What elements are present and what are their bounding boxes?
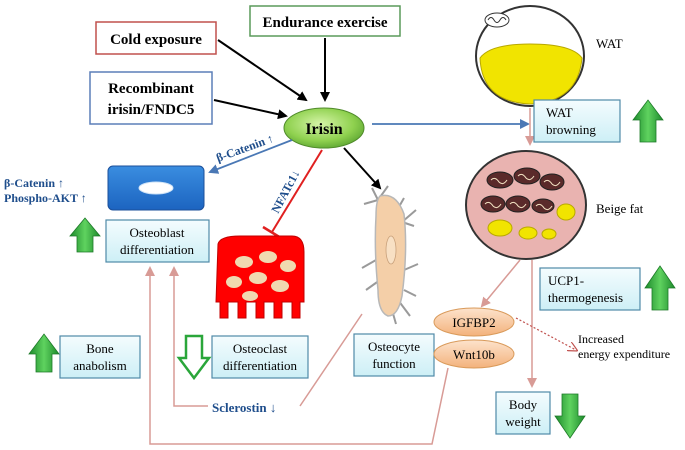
body-weight-down-arrow-icon — [554, 393, 586, 439]
osteoblast-up-arrow-icon — [69, 217, 101, 253]
osteoblast-cell-image — [107, 165, 205, 211]
ucp1-label-1: UCP1- — [548, 273, 584, 288]
osteoblast-differentiation-box: Osteoblast differentiation — [105, 219, 210, 263]
wnt10b-to-osteoblast-arrow — [145, 266, 449, 445]
phospho-akt-label: Phospho-AKT ↑ — [4, 191, 87, 205]
ucp1-thermogenesis-box: UCP1- thermogenesis — [539, 267, 641, 311]
body-weight-box: Body weight — [495, 391, 551, 435]
beta-catenin-side-label: β-Catenin ↑ — [4, 176, 64, 190]
osteoclast-label-1: Osteoclast — [233, 341, 288, 356]
to-energy-expenditure-arrow — [515, 317, 576, 350]
irisin-node: Irisin — [283, 107, 365, 149]
bone-anabolism-box: Bone anabolism — [59, 335, 141, 379]
bone-label-2: anabolism — [73, 358, 126, 373]
recombinant-to-irisin-arrow — [213, 99, 288, 120]
wat-browning-label-1: WAT — [546, 105, 573, 120]
body-weight-label-2: weight — [505, 414, 541, 429]
ucp1-up-arrow-icon — [644, 265, 676, 311]
wnt10b-label: Wnt10b — [453, 347, 495, 362]
wat-browning-box: WAT browning — [533, 99, 621, 143]
ucp1-label-2: thermogenesis — [548, 290, 623, 305]
recombinant-label-2: irisin/FNDC5 — [108, 102, 195, 118]
osteocyte-cell-image — [361, 185, 419, 325]
beta-catenin-arrow-label: β-Catenin ↑ — [214, 131, 275, 165]
osteoclast-cell-image — [215, 235, 305, 319]
osteocyte-label-2: function — [372, 356, 416, 371]
cold-exposure-box: Cold exposure — [95, 21, 217, 55]
osteoblast-label-1: Osteoblast — [130, 225, 185, 240]
beige-fat-cell-image — [465, 150, 587, 260]
bone-anabolism-up-arrow-icon — [28, 333, 60, 373]
osteocyte-label-1: Osteocyte — [368, 339, 420, 354]
irisin-to-osteocyte-arrow — [343, 147, 382, 190]
cold-to-irisin-arrow — [217, 39, 308, 102]
osteoclast-differentiation-box: Osteoclast differentiation — [211, 335, 309, 379]
irisin-label: Irisin — [305, 121, 342, 138]
energy-expenditure-label-1: Increased — [578, 332, 624, 346]
bone-label-1: Bone — [86, 341, 114, 356]
irisin-to-osteoblast-arrow — [208, 139, 293, 174]
energy-expenditure-label-2: energy expenditure — [578, 347, 670, 361]
igfbp2-pill: IGFBP2 — [433, 307, 515, 337]
body-weight-label-1: Body — [509, 397, 538, 412]
endurance-exercise-label: Endurance exercise — [262, 15, 387, 31]
osteoblast-label-2: differentiation — [120, 242, 195, 257]
igfbp2-label: IGFBP2 — [452, 315, 495, 330]
endurance-exercise-box: Endurance exercise — [249, 5, 401, 37]
wnt10b-pill: Wnt10b — [433, 339, 515, 369]
sclerostin-to-osteoblast-arrow — [169, 266, 208, 407]
wat-browning-label-2: browning — [546, 122, 596, 137]
beige-to-igfbp2-arrow — [480, 259, 521, 308]
wat-label: WAT — [596, 36, 623, 51]
osteoclast-label-2: differentiation — [223, 358, 298, 373]
wat-cell-image — [475, 5, 585, 107]
osteocyte-function-box: Osteocyte function — [353, 333, 435, 377]
recombinant-irisin-box: Recombinant irisin/FNDC5 — [89, 71, 213, 125]
osteocyte-to-sclerostin-line — [299, 313, 363, 407]
sclerostin-label: Sclerostin ↓ — [212, 400, 276, 415]
cold-exposure-label: Cold exposure — [110, 32, 202, 48]
beige-fat-label: Beige fat — [596, 201, 644, 216]
osteoclast-down-arrow-icon — [176, 334, 212, 381]
wat-browning-up-arrow-icon — [632, 99, 664, 143]
irisin-inhibits-osteoclast-line — [271, 149, 323, 233]
recombinant-label-1: Recombinant — [108, 81, 194, 97]
